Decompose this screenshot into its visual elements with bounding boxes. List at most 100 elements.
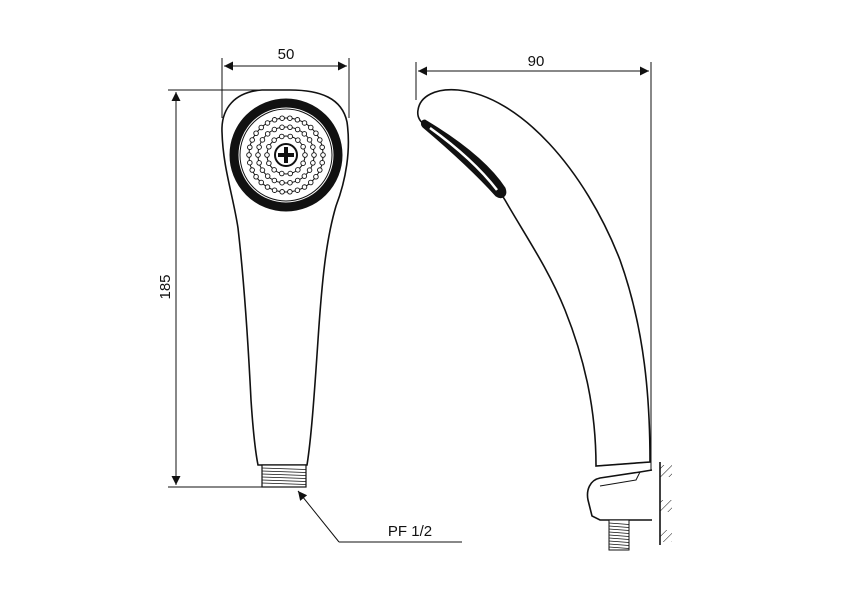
nozzle-dot [287, 133, 293, 140]
front-view: 50 185 PF 1/2 [157, 46, 462, 543]
nozzle-dot [313, 173, 319, 180]
nozzle-dot [302, 152, 308, 158]
thread-line [261, 479, 307, 482]
nozzle-dot [294, 187, 301, 193]
nozzle-dot [301, 120, 308, 126]
thread-connector [261, 464, 307, 488]
hose-thread-line [608, 525, 630, 528]
nozzle-dot [253, 130, 259, 136]
thread-leader-arrow [297, 490, 340, 543]
nozzle-dot [279, 170, 285, 177]
nozzle-dot [279, 133, 285, 140]
nozzle-dot [287, 170, 293, 177]
nozzle-dot [279, 115, 285, 121]
nozzle-dot [279, 179, 285, 186]
nozzle-dot [259, 167, 266, 173]
nozzle-rings [246, 115, 326, 195]
thread-label: PF 1/2 [388, 523, 432, 540]
nozzle-dot [313, 130, 319, 136]
nozzle-dot [264, 152, 270, 158]
spray-face-side [421, 119, 507, 199]
height-label: 185 [157, 274, 174, 299]
nozzle-dot [287, 189, 293, 195]
nozzle-dot [317, 167, 323, 173]
wall-bracket [586, 469, 653, 521]
nozzle-dot [320, 152, 326, 158]
nozzle-dot [310, 144, 316, 150]
nozzle-dot [264, 173, 271, 179]
hand-shower-front-outline [221, 89, 350, 466]
nozzle-dot [249, 167, 255, 173]
nozzle-dot [287, 124, 293, 131]
nozzle-dot [258, 124, 264, 131]
thread-line [261, 482, 307, 485]
hose-thread-line [608, 531, 630, 534]
nozzle-dot [308, 179, 314, 186]
nozzle-dot [310, 160, 316, 166]
nozzle-dot [311, 152, 317, 158]
hose-thread-line [608, 540, 630, 543]
width-label: 50 [278, 46, 295, 63]
nozzle-dot [301, 131, 308, 137]
bracket-inner-edge [599, 471, 641, 487]
hose-thread-line [608, 537, 630, 540]
spray-face-highlight [429, 126, 498, 191]
nozzle-dot [256, 144, 262, 150]
nozzle-dot [266, 160, 272, 166]
nozzle-dot [301, 173, 308, 179]
nozzle-dot [271, 177, 278, 184]
side-view: 90 [415, 53, 672, 551]
nozzle-dot [253, 173, 259, 180]
nozzle-dot [264, 184, 271, 190]
thread-line [261, 473, 307, 476]
thread-line [261, 470, 307, 473]
nozzle-dot [247, 144, 253, 151]
nozzle-dot [264, 120, 271, 126]
nozzle-dot [256, 160, 262, 166]
nozzle-dot [287, 115, 293, 121]
hose-thread-line [608, 522, 630, 525]
hose-thread-line [608, 534, 630, 537]
nozzle-dot [319, 159, 325, 166]
cross-screw-icon [274, 143, 298, 167]
wall-hatching [660, 465, 672, 542]
nozzle-dot [287, 179, 293, 186]
spray-face-inner-edge [239, 108, 333, 202]
nozzle-dot [266, 144, 272, 150]
nozzle-dot [295, 137, 301, 143]
hose-thread-line [608, 528, 630, 531]
nozzle-dot [247, 159, 253, 166]
nozzle-dot [279, 189, 285, 195]
hose-thread-line [608, 543, 630, 546]
handle-collar [595, 461, 651, 467]
nozzle-dot [271, 137, 277, 143]
nozzle-dot [271, 187, 278, 193]
hose-connector [608, 519, 630, 551]
nozzle-dot [317, 137, 323, 143]
nozzle-dot [300, 160, 306, 166]
nozzle-dot [300, 144, 306, 150]
nozzle-dot [259, 137, 266, 143]
nozzle-dot [301, 184, 308, 190]
nozzle-dot [271, 126, 278, 133]
nozzle-dot [294, 177, 301, 184]
nozzle-dot [295, 167, 301, 173]
nozzle-dot [271, 167, 277, 173]
nozzle-dot [255, 152, 261, 158]
nozzle-dot [306, 167, 313, 173]
spray-face-rim [229, 98, 343, 212]
nozzle-dot [306, 137, 313, 143]
thread-line [261, 467, 307, 470]
nozzle-dot [249, 137, 255, 143]
nozzle-dot [271, 117, 278, 123]
nozzle-dot [258, 179, 264, 186]
nozzle-dot [308, 124, 314, 131]
nozzle-dot [264, 131, 271, 137]
nozzle-dot [294, 117, 301, 123]
hose-thread-line [608, 546, 630, 549]
thread-line [261, 476, 307, 479]
nozzle-dot [279, 124, 285, 131]
nozzle-dot [294, 126, 301, 133]
nozzle-dot [319, 144, 325, 151]
